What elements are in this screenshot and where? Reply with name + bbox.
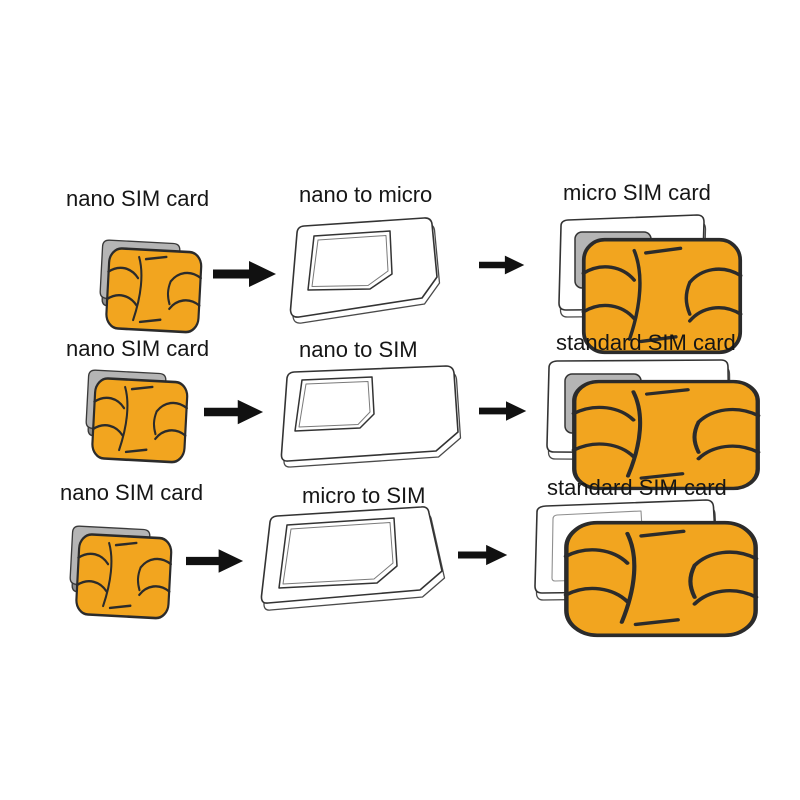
nano-sim-card-illustration <box>90 236 203 334</box>
row2-result-label: standard SIM card <box>556 330 736 355</box>
nano-to-micro-adapter-illustration <box>282 214 444 332</box>
micro-to-sim-adapter-illustration <box>258 503 450 619</box>
row3-adapter-label: micro to SIM <box>302 483 426 508</box>
arrow-icon <box>186 546 244 576</box>
nano-sim-card-illustration <box>60 522 173 620</box>
micro-sim-card-illustration <box>552 211 743 355</box>
nano-to-sim-adapter-illustration <box>278 360 466 472</box>
chip-contacts <box>75 533 173 620</box>
row3-source-label: nano SIM card <box>60 480 204 505</box>
arrow-icon <box>204 397 264 427</box>
row1-source-label: nano SIM card <box>66 186 210 211</box>
chip-contacts <box>581 237 743 355</box>
arrow-icon <box>458 541 508 569</box>
chip-contacts <box>571 379 761 491</box>
standard-sim-card-illustration <box>530 496 759 638</box>
nano-sim-card-illustration <box>76 366 189 464</box>
row1-result-label: micro SIM card <box>563 180 711 205</box>
chip-contacts <box>563 520 759 638</box>
arrow-icon <box>213 259 277 289</box>
chip-contacts <box>91 377 189 464</box>
standard-sim-card-illustration <box>544 356 761 491</box>
row1-adapter-label: nano to micro <box>299 182 433 207</box>
row3-result-label: standard SIM card <box>547 475 727 500</box>
chip-contacts <box>105 247 203 334</box>
arrow-icon <box>479 252 525 278</box>
row2-source-label: nano SIM card <box>66 336 210 361</box>
arrow-icon <box>479 398 527 424</box>
row2-adapter-label: nano to SIM <box>299 337 418 362</box>
